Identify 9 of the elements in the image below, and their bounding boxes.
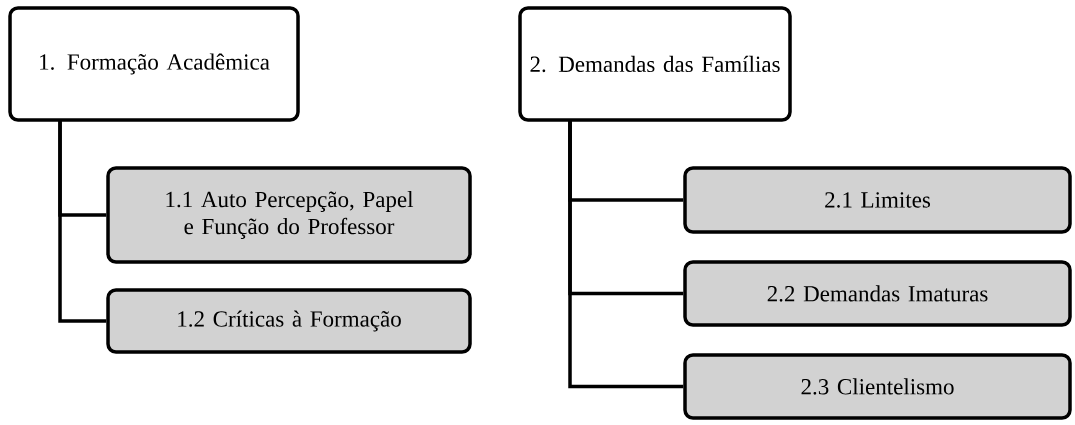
subtopic-box: 2.2 Demandas Imaturas [683, 260, 1072, 327]
subtopic-box: 2.1 Limites [683, 166, 1072, 234]
connector-line [58, 120, 107, 323]
subtopic-box: 2.3 Clientelismo [683, 353, 1072, 420]
heading-box: 2. Demandas das Famílias [518, 6, 792, 122]
connector-line [568, 120, 684, 389]
heading-box: 1. Formação Acadêmica [8, 6, 300, 122]
subtopic-box: 1.2 Críticas à Formação [106, 288, 472, 354]
subtopic-box: 1.1 Auto Percepção, Papel e Função do Professor [106, 166, 472, 264]
